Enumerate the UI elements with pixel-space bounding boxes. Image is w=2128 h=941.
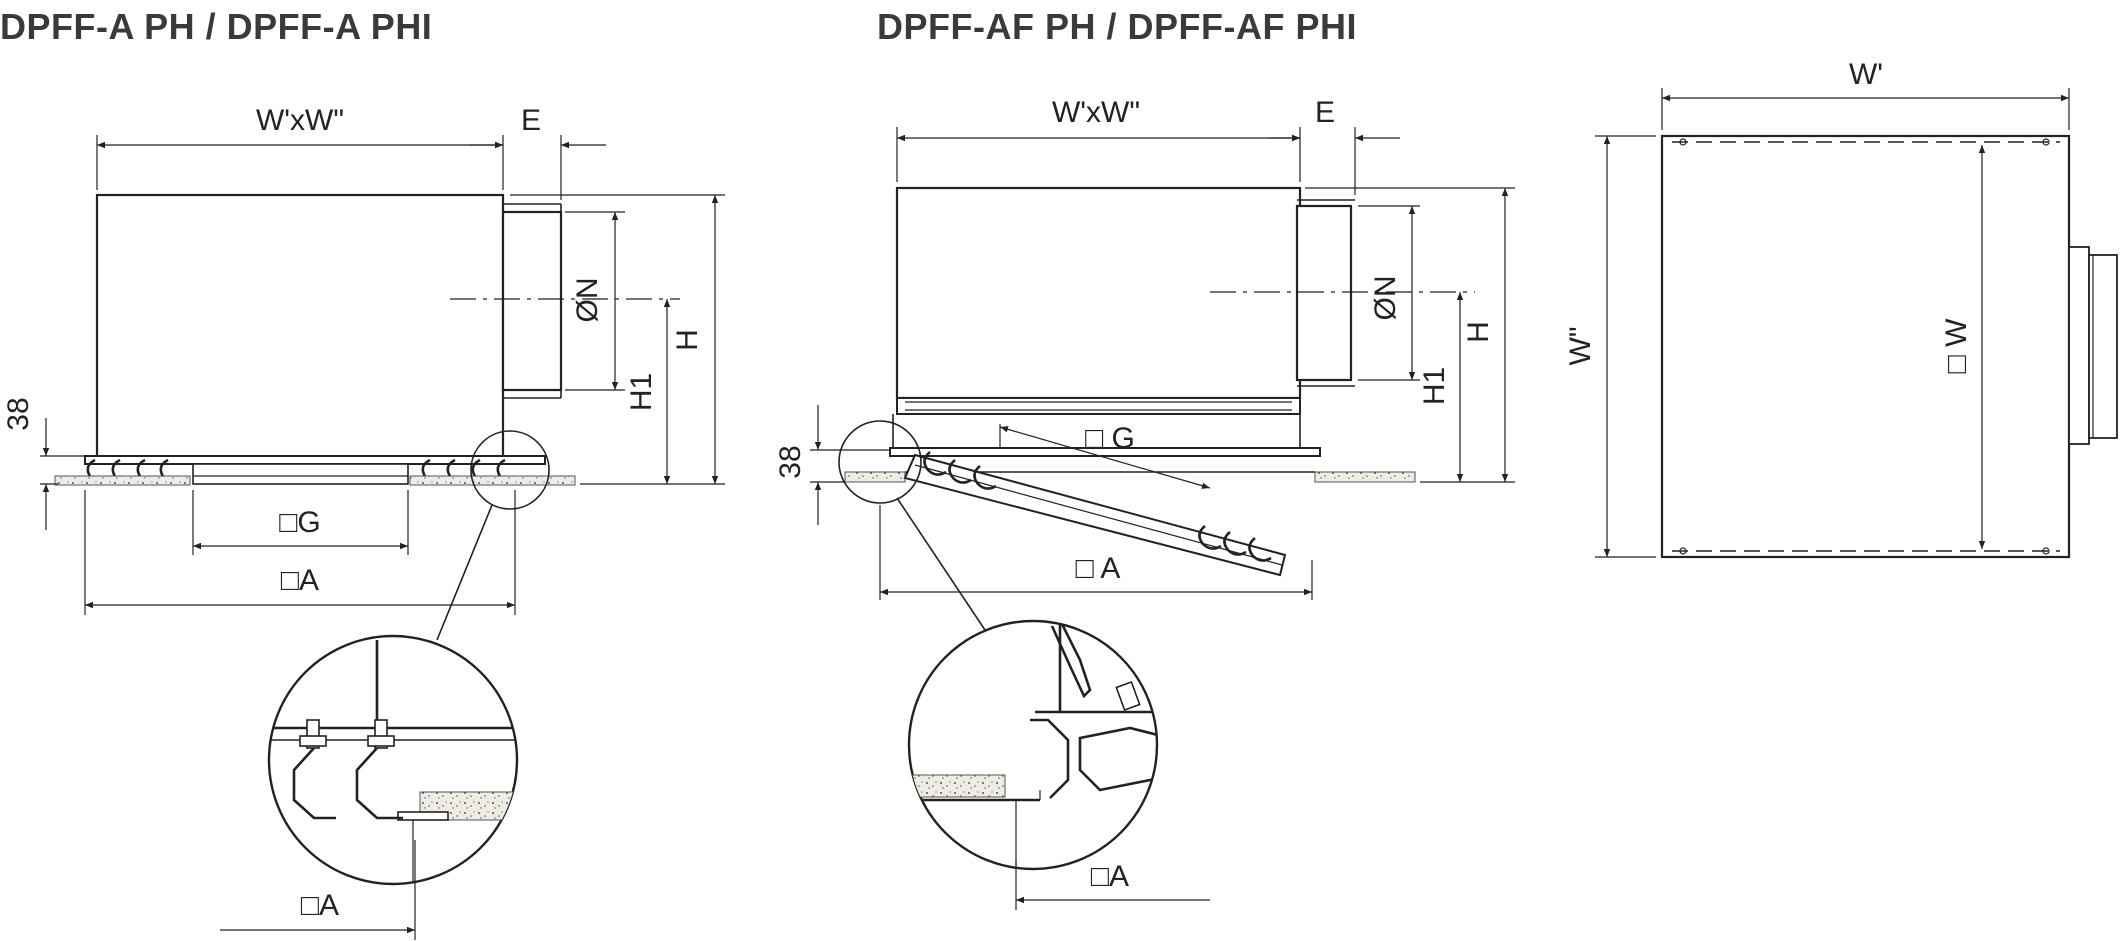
middle-side-view <box>810 127 1515 631</box>
left-side-view <box>40 135 725 641</box>
left-detail-view <box>220 634 519 940</box>
left-dim-e: E <box>521 104 541 137</box>
mid-dim-h: H <box>1462 321 1495 343</box>
top-view <box>1595 88 2118 559</box>
left-dim-h1: H1 <box>625 373 658 411</box>
mid-dim-e: E <box>1315 96 1335 129</box>
mid-dim-h1: H1 <box>1418 367 1451 405</box>
left-detail-a: □A <box>301 889 339 922</box>
left-dim-width: W'xW" <box>256 104 344 137</box>
middle-detail-view <box>907 619 1210 910</box>
mid-detail-a: □A <box>1091 860 1129 893</box>
mid-dim-g: □ G <box>1085 422 1135 455</box>
mid-dim-width: W'xW" <box>1052 96 1140 129</box>
top-dim-w1: W' <box>1849 58 1883 91</box>
left-dim-n: ØN <box>571 278 604 323</box>
left-dim-a: □A <box>281 564 319 597</box>
mid-dim-38: 38 <box>774 445 807 478</box>
top-dim-w: □ W <box>1940 318 1973 373</box>
mid-dim-a: □ A <box>1076 552 1121 585</box>
left-dim-h: H <box>671 329 704 351</box>
title-dpff-a: DPFF-A PH / DPFF-A PHI <box>0 6 433 47</box>
mid-dim-n: ØN <box>1369 276 1402 321</box>
left-dim-38: 38 <box>2 397 35 430</box>
top-dim-w2: W" <box>1564 327 1597 366</box>
left-dim-g: □G <box>279 506 320 539</box>
title-dpff-af: DPFF-AF PH / DPFF-AF PHI <box>877 6 1357 47</box>
